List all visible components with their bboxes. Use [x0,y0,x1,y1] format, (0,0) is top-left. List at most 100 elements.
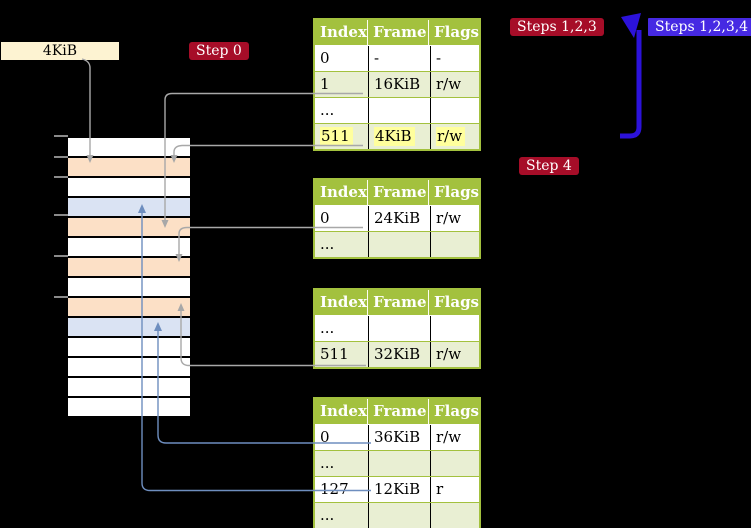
memory-frame-row [68,156,190,176]
table-cell [430,98,479,123]
memory-frame-row [68,216,190,236]
table-cell: 32KiB [368,342,430,367]
table-cell [430,503,479,528]
table-cell: ... [320,235,335,253]
table-cell: ... [320,319,335,337]
table-cell: 0 [320,49,330,67]
column-header-flags: Flags [428,399,479,424]
column-header-frame: Frame [367,20,428,45]
memory-frame-row [68,136,190,156]
table-cell: ... [320,101,335,119]
memory-tick [54,176,68,178]
table-cell: 16KiB [368,72,430,97]
table-cell: 511 [320,345,349,363]
column-header-flags: Flags [428,20,479,45]
column-header-index: Index [315,180,368,205]
highlighted-value: r/w [436,127,466,146]
memory-frame-row [68,356,190,376]
column-header-index: Index [315,290,368,315]
table-cell: 511 [315,124,368,149]
table-row: 0 -- [315,46,479,71]
memory-frame-row [68,236,190,256]
table-cell [368,316,430,341]
table-cell: 12KiB [368,477,430,502]
column-header-index: Index [315,20,368,45]
step-0-badge: Step 0 [189,42,249,60]
memory-frame-row [68,376,190,396]
memory-frame-row [68,176,190,196]
steps-1-2-3-badge: Steps 1,2,3 [510,18,604,36]
table-cell: r/w [430,206,479,231]
physical-memory-column [68,136,190,418]
table-row: 511 4KiB r/w [315,123,479,149]
memory-frame-row [68,336,190,356]
table-cell [368,98,430,123]
memory-tick [54,135,68,137]
highlighted-value: 4KiB [374,127,415,146]
memory-frame-row [68,276,190,296]
table-cell: r/w [430,72,479,97]
table-row: ... [315,450,479,476]
frame-size-label: 4KiB [1,42,119,60]
table-cell [368,503,430,528]
table-cell: - [430,46,479,71]
memory-frame-row [68,396,190,416]
table-cell [368,451,430,476]
table1-row-stub [480,131,483,138]
steps-1-2-3-4-badge: Steps 1,2,3,4 [648,18,751,36]
column-header-index: Index [315,399,368,424]
highlighted-value: 511 [320,127,353,146]
memory-frame-row [68,256,190,276]
table-row: ... [315,97,479,123]
column-header-frame: Frame [367,399,428,424]
memory-frame-row [68,196,190,216]
table-cell: r [430,477,479,502]
table-row: ... [315,231,479,257]
memory-tick [54,296,68,298]
memory-frame-row [68,296,190,316]
memory-tick [54,255,68,257]
memory-tick [54,156,68,158]
table-cell: 0 [320,428,330,446]
memory-frame-row [68,316,190,336]
table-cell: - [368,46,430,71]
table-cell: 24KiB [368,206,430,231]
arrowhead-up-left-icon [621,13,641,38]
table-cell: r/w [430,342,479,367]
table-row: ... [315,316,479,341]
table-cell: r/w [430,124,479,149]
column-header-flags: Flags [428,290,479,315]
column-header-flags: Flags [428,180,479,205]
table-cell [430,451,479,476]
table-cell: ... [320,506,335,524]
table-row: ... [315,502,479,528]
table-cell [430,232,479,257]
table-cell: ... [320,454,335,472]
table-cell: r/w [430,425,479,450]
table-cell: 36KiB [368,425,430,450]
table-cell: 1 [320,75,330,93]
memory-tick [54,214,68,216]
table-cell [368,232,430,257]
column-header-frame: Frame [367,290,428,315]
step-4-badge: Step 4 [519,157,579,175]
table-cell: 4KiB [368,124,430,149]
table-cell: 0 [320,209,330,227]
table-cell: 127 [320,480,349,498]
table-cell [430,316,479,341]
column-header-frame: Frame [367,180,428,205]
